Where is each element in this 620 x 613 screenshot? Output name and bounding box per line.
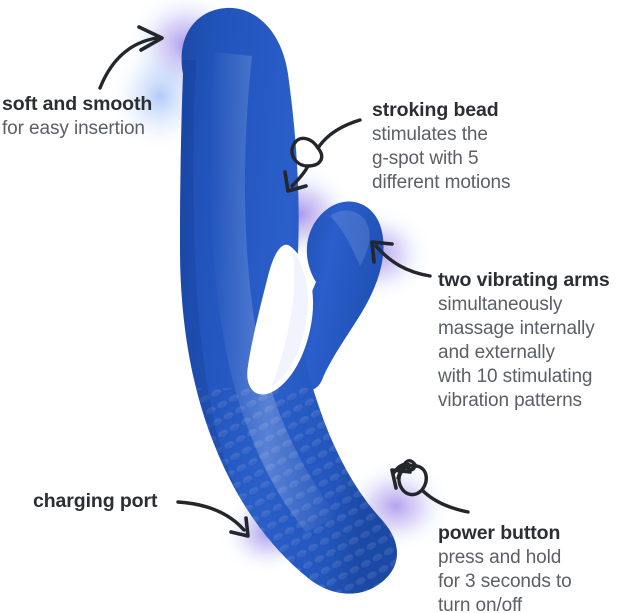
callout-line: press and hold xyxy=(438,546,562,568)
arm-shaft-gap xyxy=(247,244,314,395)
arrow-soft-and-smooth xyxy=(98,25,164,90)
arrow-power-button xyxy=(390,459,470,514)
callout-title: stroking bead xyxy=(372,99,499,121)
callout-soft-and-smooth: soft and smooth for easy insertion xyxy=(2,92,152,141)
arrow-charging-port xyxy=(176,500,250,538)
callout-title: charging port xyxy=(33,490,158,512)
callout-line: vibration patterns xyxy=(438,390,582,412)
vibrating-arm xyxy=(292,201,384,391)
callout-line: with 10 stimulating xyxy=(438,365,593,387)
callout-line: and externally xyxy=(438,341,555,363)
callout-line: for 3 seconds to xyxy=(438,570,572,592)
callout-title: soft and smooth xyxy=(2,93,153,115)
callout-title: two vibrating arms xyxy=(438,269,610,291)
arrow-stroking-bead xyxy=(283,118,362,193)
arrow-two-vibrating-arms xyxy=(370,240,432,278)
callout-line: for easy insertion xyxy=(2,117,145,139)
callout-power-button: power button press and hold for 3 second… xyxy=(438,521,572,613)
callout-line: simultaneously xyxy=(438,293,563,315)
callout-line: turn on/off xyxy=(438,594,523,613)
callout-line: massage internally xyxy=(438,317,595,339)
callout-line: stimulates the xyxy=(372,123,488,145)
callout-line: different motions xyxy=(372,171,511,193)
callout-charging-port: charging port xyxy=(33,489,157,514)
callout-arrows xyxy=(98,25,470,538)
callout-title: power button xyxy=(438,522,561,544)
callout-line: g-spot with 5 xyxy=(372,147,479,169)
callout-stroking-bead: stroking bead stimulates the g-spot with… xyxy=(372,98,511,195)
callout-two-vibrating-arms: two vibrating arms simultaneously massag… xyxy=(438,268,610,413)
